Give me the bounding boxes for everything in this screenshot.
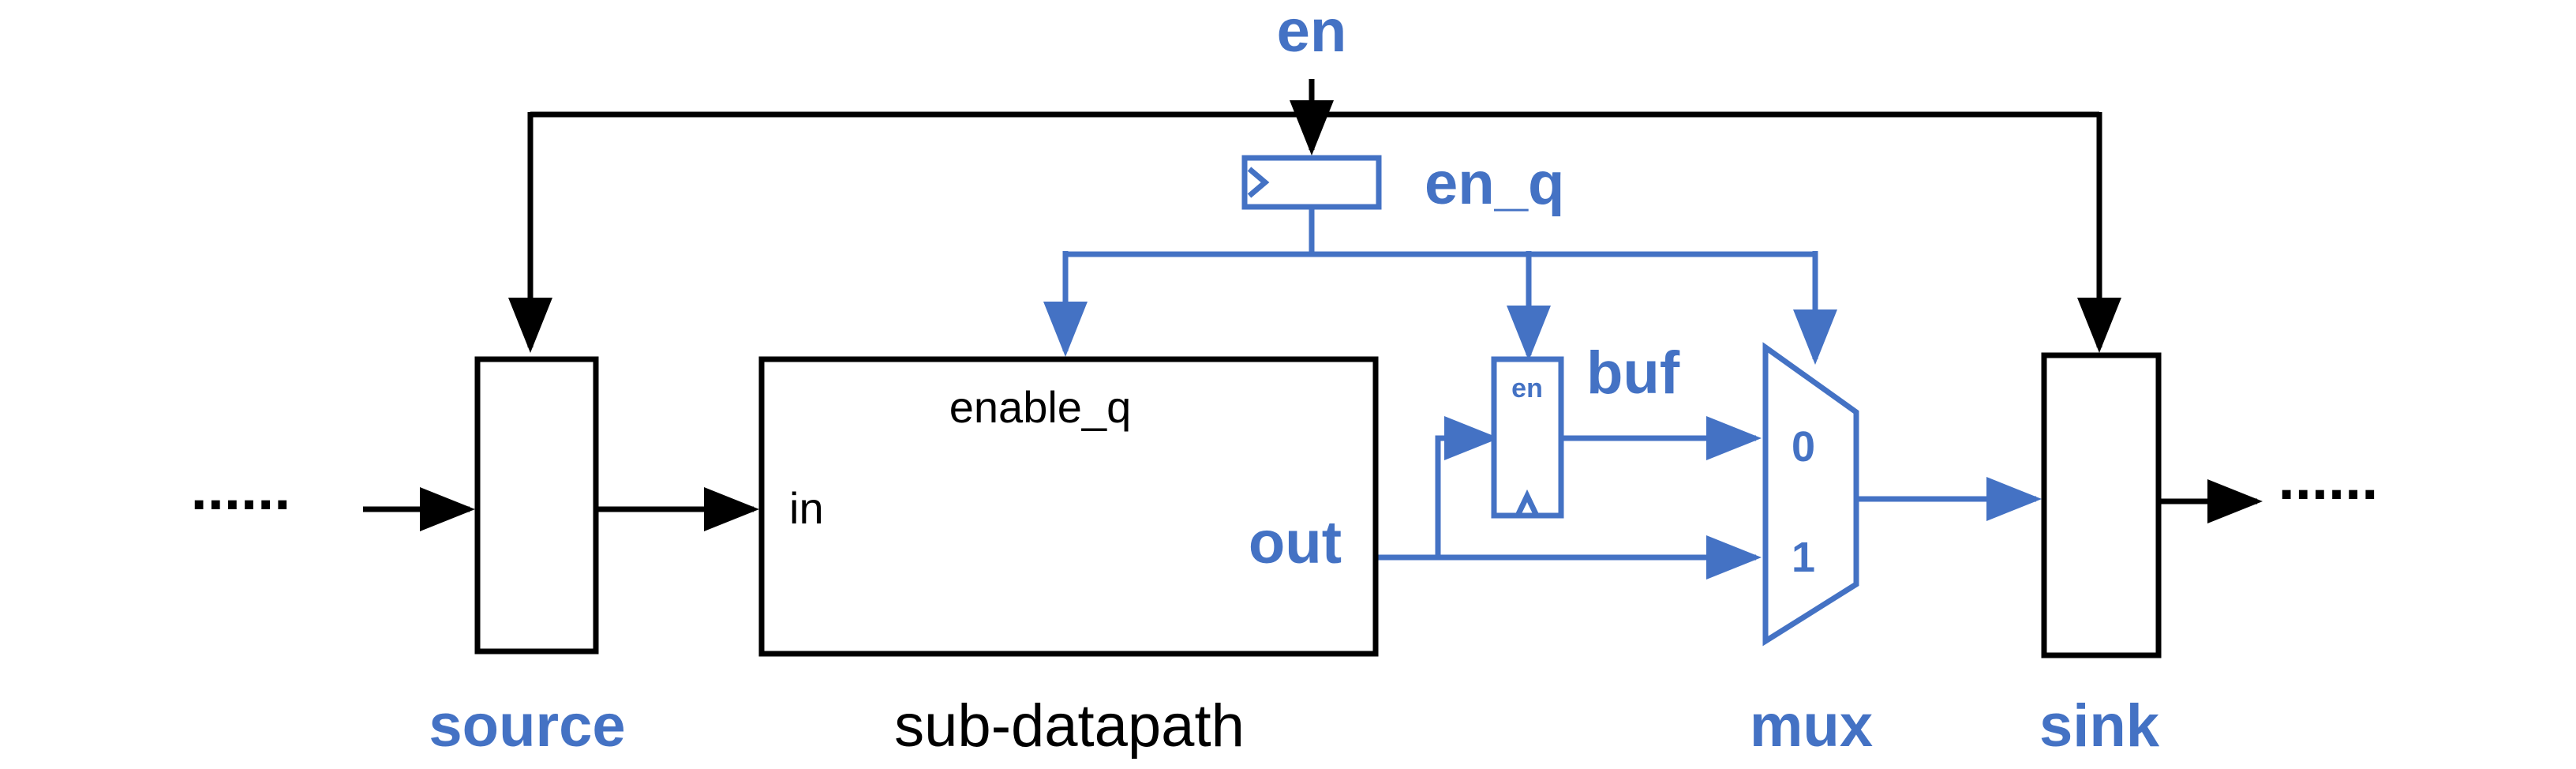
sink-register: [2041, 352, 2162, 658]
dots-left: ......: [191, 456, 291, 523]
source-register: [474, 356, 599, 655]
mux-input-0-label: 0: [1792, 423, 1815, 471]
out-port-label: out: [1249, 509, 1342, 576]
mux-label: mux: [1750, 692, 1873, 760]
buf-register: [1491, 356, 1564, 519]
en-q-clock-icon: [1247, 167, 1270, 198]
buf-label: buf: [1586, 339, 1680, 407]
sink-label: sink: [2039, 692, 2160, 760]
dots-right: ......: [2278, 445, 2379, 512]
en-q-label: en_q: [1425, 150, 1564, 217]
in-port-label: in: [789, 483, 824, 533]
mux-block: [1762, 342, 1859, 647]
en-label: en: [1277, 0, 1347, 65]
enable-q-label: enable_q: [949, 382, 1131, 432]
mux-input-1-label: 1: [1792, 534, 1815, 581]
buf-en-label: en: [1511, 373, 1543, 403]
sub-datapath-block: [758, 356, 1379, 657]
source-label: source: [429, 692, 625, 760]
buf-clock-icon: [1515, 489, 1540, 517]
wire-out-to-buf: [1435, 416, 1500, 557]
sub-datapath-label: sub-datapath: [894, 692, 1245, 760]
